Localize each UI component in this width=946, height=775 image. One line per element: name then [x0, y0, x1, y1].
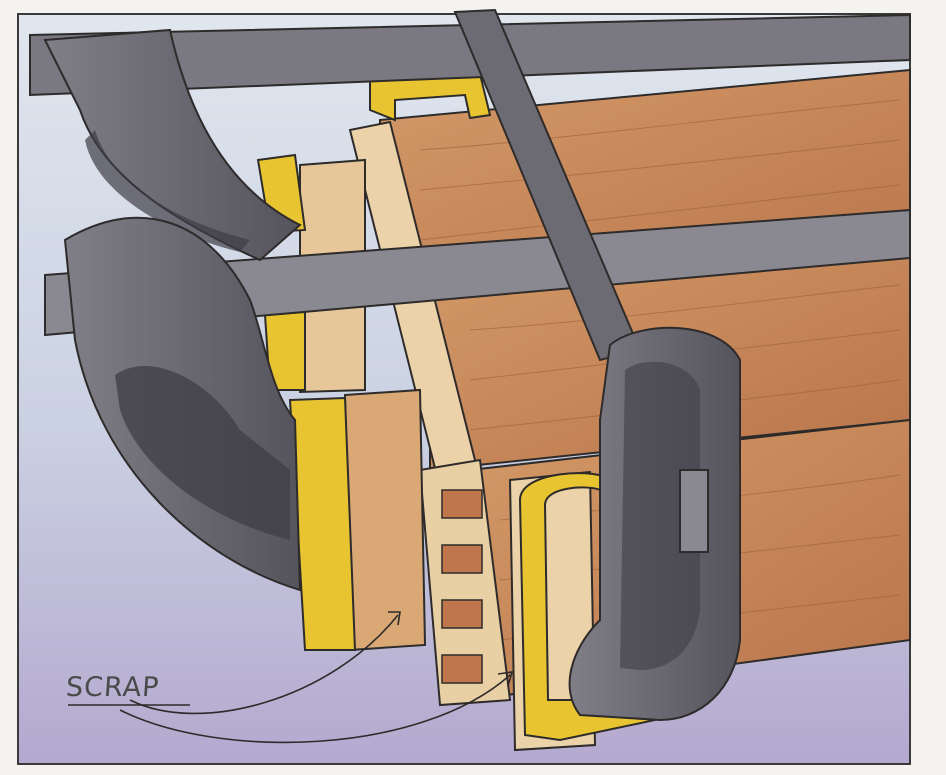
scrap-label: SCRAP — [65, 672, 161, 703]
